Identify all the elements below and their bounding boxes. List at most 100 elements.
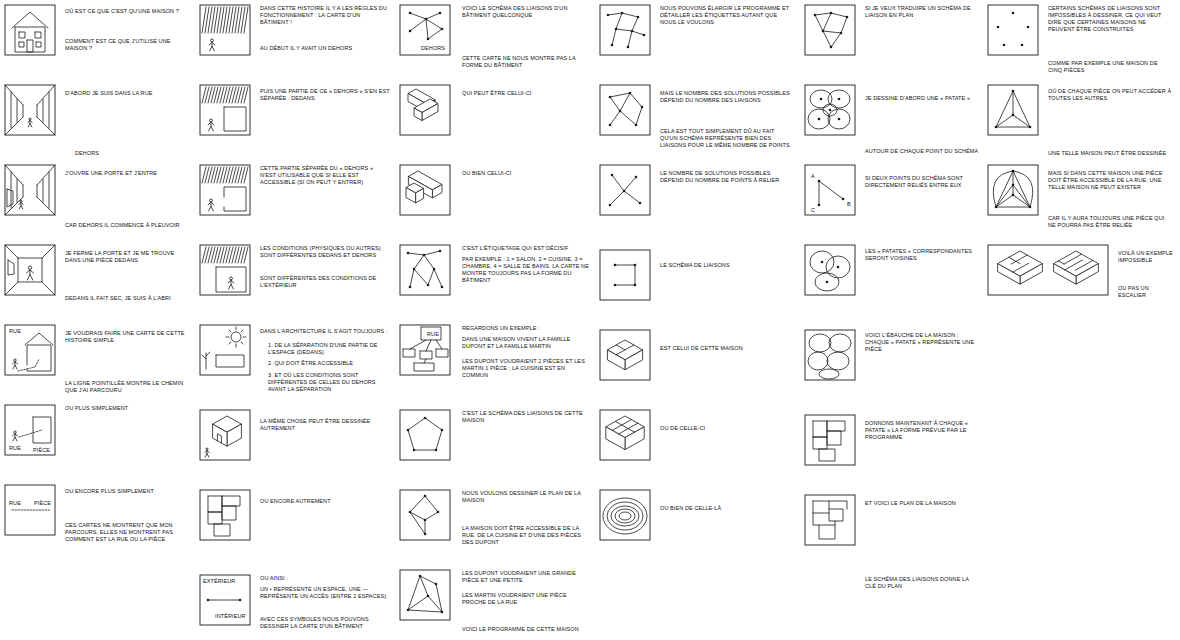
panel-sketch — [408, 89, 438, 121]
sketch-label: RUE — [8, 445, 22, 452]
sketch-line — [17, 99, 18, 122]
panel-frame — [400, 570, 450, 620]
graph-dot — [439, 12, 442, 15]
caption-text: JE VOUDRAIS FAIRE UNE CARTE DE CETTE HIS… — [65, 330, 190, 344]
caption-text: LE SCHÉMA DE LIAISONS — [660, 262, 790, 269]
sketch-line — [244, 87, 248, 103]
sketch-label: RUE — [426, 331, 440, 338]
sketch-line — [18, 359, 39, 371]
sketch-line — [841, 17, 847, 33]
caption-text: DANS UNE MAISON VIVENT LA FAMILLE DUPONT… — [462, 336, 590, 350]
sketch-line — [436, 430, 442, 450]
panel-frame — [5, 245, 55, 295]
sketch-line — [615, 421, 634, 432]
graph-dot — [614, 264, 617, 267]
sketch-line — [244, 247, 248, 263]
panel-frame — [988, 245, 1108, 295]
caption-text: 3. ET OÙ LES CONDITIONS SONT DIFFÉRENTES… — [268, 372, 390, 393]
sketch-panel — [600, 5, 650, 55]
sketch-line — [616, 345, 634, 355]
sketch-panel — [805, 5, 855, 55]
sketch-panel — [600, 250, 650, 300]
sketch-line — [425, 512, 438, 520]
graph-dot — [423, 254, 426, 257]
caption-text: JE FERME LA PORTE ET JE ME TROUVE DANS U… — [65, 250, 190, 264]
sketch-line — [228, 280, 234, 283]
graph-dot — [621, 12, 624, 15]
sketch-line — [1013, 91, 1014, 115]
graph-dot — [439, 250, 442, 253]
sketch-panel — [400, 245, 450, 295]
graph-dot — [641, 106, 644, 109]
sketch-panel — [5, 165, 55, 215]
sketch-line — [5, 117, 23, 135]
sketch-line — [217, 434, 221, 443]
sketch-line — [209, 206, 214, 211]
graph-dot — [631, 30, 634, 33]
panel-sketch — [609, 174, 642, 207]
graph-dot — [407, 252, 410, 255]
sketch-line — [424, 255, 434, 269]
potato-outline — [615, 509, 635, 523]
panel-frame — [400, 165, 450, 215]
caption-text: LA MAISON DOIT ÊTRE ACCESSIBLE DE LA RUE… — [462, 525, 590, 546]
sketch-line — [425, 418, 442, 430]
sketch-line — [410, 13, 426, 19]
graph-dot — [435, 449, 438, 452]
figure-head — [211, 39, 214, 42]
sketch-line — [1058, 261, 1064, 264]
sketch-panel — [805, 330, 855, 380]
sketch-line — [208, 600, 240, 601]
panel-sketch — [407, 575, 444, 614]
caption-text: AUTOUR DE CHAQUE POINT DU SCHÉMA — [865, 148, 980, 155]
sketch-line — [410, 496, 425, 512]
sketch-line — [628, 31, 632, 47]
sketch-panel — [805, 165, 855, 215]
figure-head — [210, 119, 213, 122]
graph-dot — [239, 599, 242, 602]
caption-text: OU DE CELLE-CI — [660, 425, 790, 432]
graph-dot — [609, 96, 612, 99]
sketch-line — [615, 285, 635, 286]
panel-sketch — [813, 501, 847, 539]
graph-dot — [643, 34, 646, 37]
caption-text: OU BIEN CELUI-CI — [462, 170, 590, 177]
sketch-line — [996, 127, 1030, 128]
sketch-line — [42, 245, 55, 258]
sketch-panel — [600, 410, 650, 460]
sketch-line — [1013, 171, 1014, 185]
sketch-line — [37, 185, 38, 197]
caption-text: CERTAINS SCHÉMAS DE LIAISONS SONT IMPOSS… — [1048, 5, 1173, 34]
sketch-line — [996, 207, 1030, 208]
sketch-line — [27, 40, 33, 52]
sketch-panel — [5, 405, 55, 455]
panel-frame — [988, 165, 1038, 215]
sketch-line — [424, 251, 440, 255]
sketch-line — [49, 172, 50, 208]
caption-text: DEDANS IL FAIT SEC, JE SUIS À L'ABRI — [65, 295, 190, 302]
potato-outline — [607, 502, 643, 530]
caption-text: CAR IL Y AURA TOUJOURS UNE PIÈCE QUI NE … — [1048, 215, 1173, 229]
sketch-line — [11, 92, 12, 128]
sketch-line — [813, 437, 827, 449]
sketch-line — [216, 267, 246, 292]
sketch-panel — [200, 85, 250, 135]
potato-outline — [808, 352, 828, 370]
sketch-panel — [988, 85, 1038, 135]
panel-frame — [600, 250, 650, 300]
caption-text: LES MARTIN VOUDRAIENT UNE PIÈCE PROCHE D… — [462, 592, 590, 606]
sketch-line — [23, 105, 24, 117]
sketch-line — [425, 496, 438, 512]
figure-head — [28, 266, 31, 269]
caption-text: UN • REPRÉSENTE UN ESPACE, UNE — REPRÉSE… — [260, 586, 390, 600]
graph-dot — [441, 611, 444, 614]
panel-frame — [200, 85, 250, 135]
sketch-line — [236, 327, 237, 330]
sketch-line — [428, 269, 434, 285]
sketch-line — [5, 85, 23, 105]
sketch-line — [5, 165, 23, 185]
potato-outline — [819, 369, 839, 379]
sketch-line — [205, 453, 209, 457]
sketch-panel — [988, 165, 1038, 215]
caption-text: D'ABORD JE SUIS DANS LA RUE — [65, 90, 190, 97]
